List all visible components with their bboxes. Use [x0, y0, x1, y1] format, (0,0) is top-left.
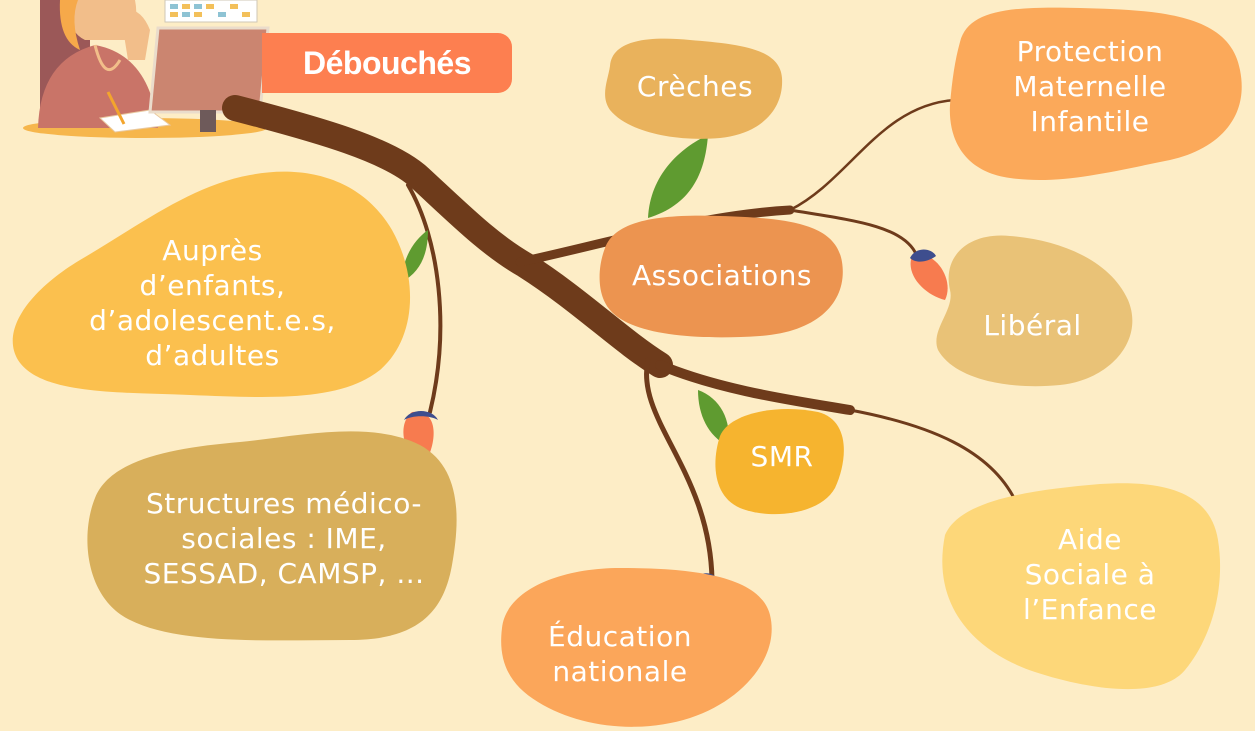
- leaf-icon: [648, 135, 708, 218]
- node-label-creches: Crèches: [636, 69, 754, 103]
- schedule-cell: [170, 4, 178, 9]
- blob-pmi: [949, 7, 1242, 180]
- topic-blobs: [12, 7, 1242, 727]
- person-hair: [59, 0, 80, 50]
- necklace: [93, 44, 122, 72]
- main-branch: [222, 95, 673, 378]
- schedule-board: [164, 0, 258, 23]
- schedule-cell: [170, 12, 178, 17]
- node-label-smr: SMR: [750, 439, 814, 473]
- paper-sheet: [98, 109, 172, 133]
- blob-ase: [942, 483, 1221, 690]
- blob-associations: [599, 215, 843, 338]
- node-label-associations: Associations: [631, 258, 812, 292]
- bud-icon: [910, 249, 948, 300]
- schedule-cell: [194, 4, 202, 9]
- node-label-structures: Structures médico- sociales : IME, SESSA…: [143, 486, 425, 590]
- title-tag: Débouchés: [262, 33, 512, 93]
- node-label-liberal: Libéral: [983, 308, 1082, 342]
- leaf-icon: [402, 230, 428, 282]
- schedule-cell: [182, 4, 190, 9]
- branch-to-pmi: [788, 98, 957, 212]
- branch-to-liberal: [788, 208, 917, 254]
- leaves: [402, 135, 729, 446]
- tree-branches: [222, 95, 1017, 583]
- person-face: [69, 0, 137, 40]
- blob-smr: [715, 409, 844, 515]
- blob-education: [501, 568, 772, 727]
- branch-to-ase: [848, 408, 1017, 502]
- schedule-cell: [242, 12, 250, 17]
- page-title: Débouchés: [303, 44, 471, 81]
- monitor-stand: [200, 110, 216, 132]
- blob-structures: [87, 431, 457, 641]
- node-label-pmi: Protection Maternelle Infantile: [1013, 34, 1167, 138]
- person-torso: [38, 45, 158, 128]
- node-label-education: Éducation nationale: [548, 620, 692, 688]
- schedule-cell: [182, 12, 190, 17]
- schedule-cell: [218, 12, 226, 17]
- blob-creches: [605, 38, 783, 139]
- schedule-cell: [206, 4, 214, 9]
- pencil: [106, 91, 126, 125]
- branch-to-structures: [406, 183, 443, 414]
- blob-aupres: [12, 171, 411, 397]
- person-arm: [120, 9, 150, 60]
- branch-to-ase-thick: [655, 360, 855, 415]
- schedule-cell: [194, 12, 202, 17]
- schedule-cell: [230, 4, 238, 9]
- person-at-computer-illustration: [23, 0, 270, 138]
- branch-to-education: [644, 357, 715, 583]
- node-label-aupres: Auprès d’enfants, d’adolescent.e.s, d’ad…: [89, 234, 336, 372]
- leaf-icon: [698, 390, 729, 446]
- node-label-ase: Aide Sociale à l’Enfance: [1023, 522, 1157, 626]
- blob-liberal: [936, 235, 1133, 387]
